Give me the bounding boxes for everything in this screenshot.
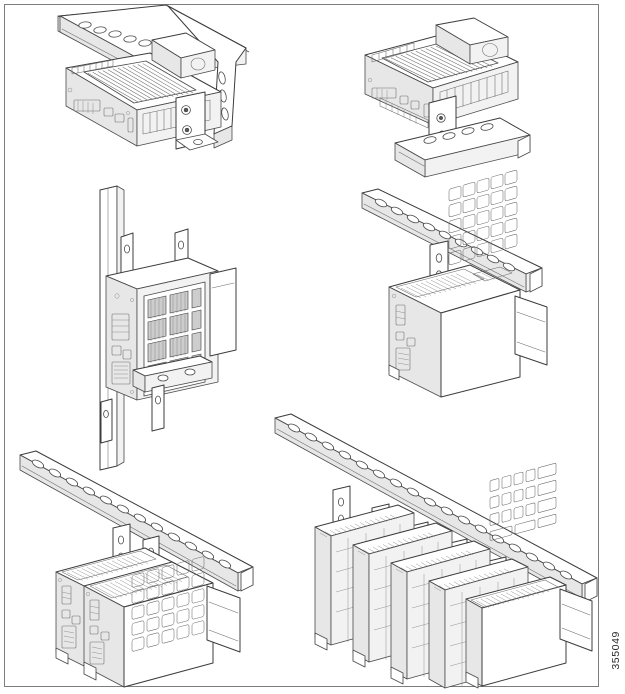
lower-bracket-ml — [100, 355, 213, 444]
mount-bracket-tl — [175, 91, 219, 151]
grid-panel-mr — [448, 169, 518, 266]
strut-rail-tr — [394, 117, 531, 178]
top-port-row-tl — [71, 59, 114, 75]
panel-top-left — [57, 4, 250, 151]
junction-box-tl — [151, 32, 216, 79]
power-module-bl — [206, 585, 241, 653]
front-panel-detail-ml — [111, 293, 134, 394]
panel-top-right — [364, 17, 531, 178]
front-port-row-tr — [379, 97, 429, 129]
power-module-mr — [514, 295, 548, 366]
panel-bottom-left — [19, 450, 254, 688]
module-face-br5 — [489, 463, 557, 541]
top-port-row-tr — [371, 42, 415, 63]
junction-box-tr — [435, 17, 509, 65]
device-middle-right — [388, 169, 548, 398]
front-panel-detail-tl — [67, 87, 134, 133]
panel-bottom-right — [274, 413, 598, 689]
front-panel-detail-bl-rear — [58, 578, 81, 649]
panel-middle-left — [99, 185, 237, 471]
front-panel-detail-tr — [368, 77, 430, 118]
top-vent2-mr — [472, 266, 513, 282]
power-module-br — [559, 588, 593, 652]
grid-panel-bl — [131, 556, 205, 652]
heatsink-fins-tl — [83, 60, 197, 104]
figure-id-label: 355049 — [610, 631, 622, 670]
strut-rail-bl — [19, 450, 254, 592]
front-panel-detail-bl-front — [85, 592, 110, 665]
top-vent-br5 — [470, 579, 559, 608]
panel-middle-right — [361, 169, 548, 398]
front-panel-detail-mr — [392, 294, 416, 371]
top-vent-mr — [395, 268, 485, 299]
device-bottom-left-front — [83, 556, 241, 688]
top-vent-bl-rear — [61, 550, 157, 581]
device-br-5 — [465, 463, 593, 689]
